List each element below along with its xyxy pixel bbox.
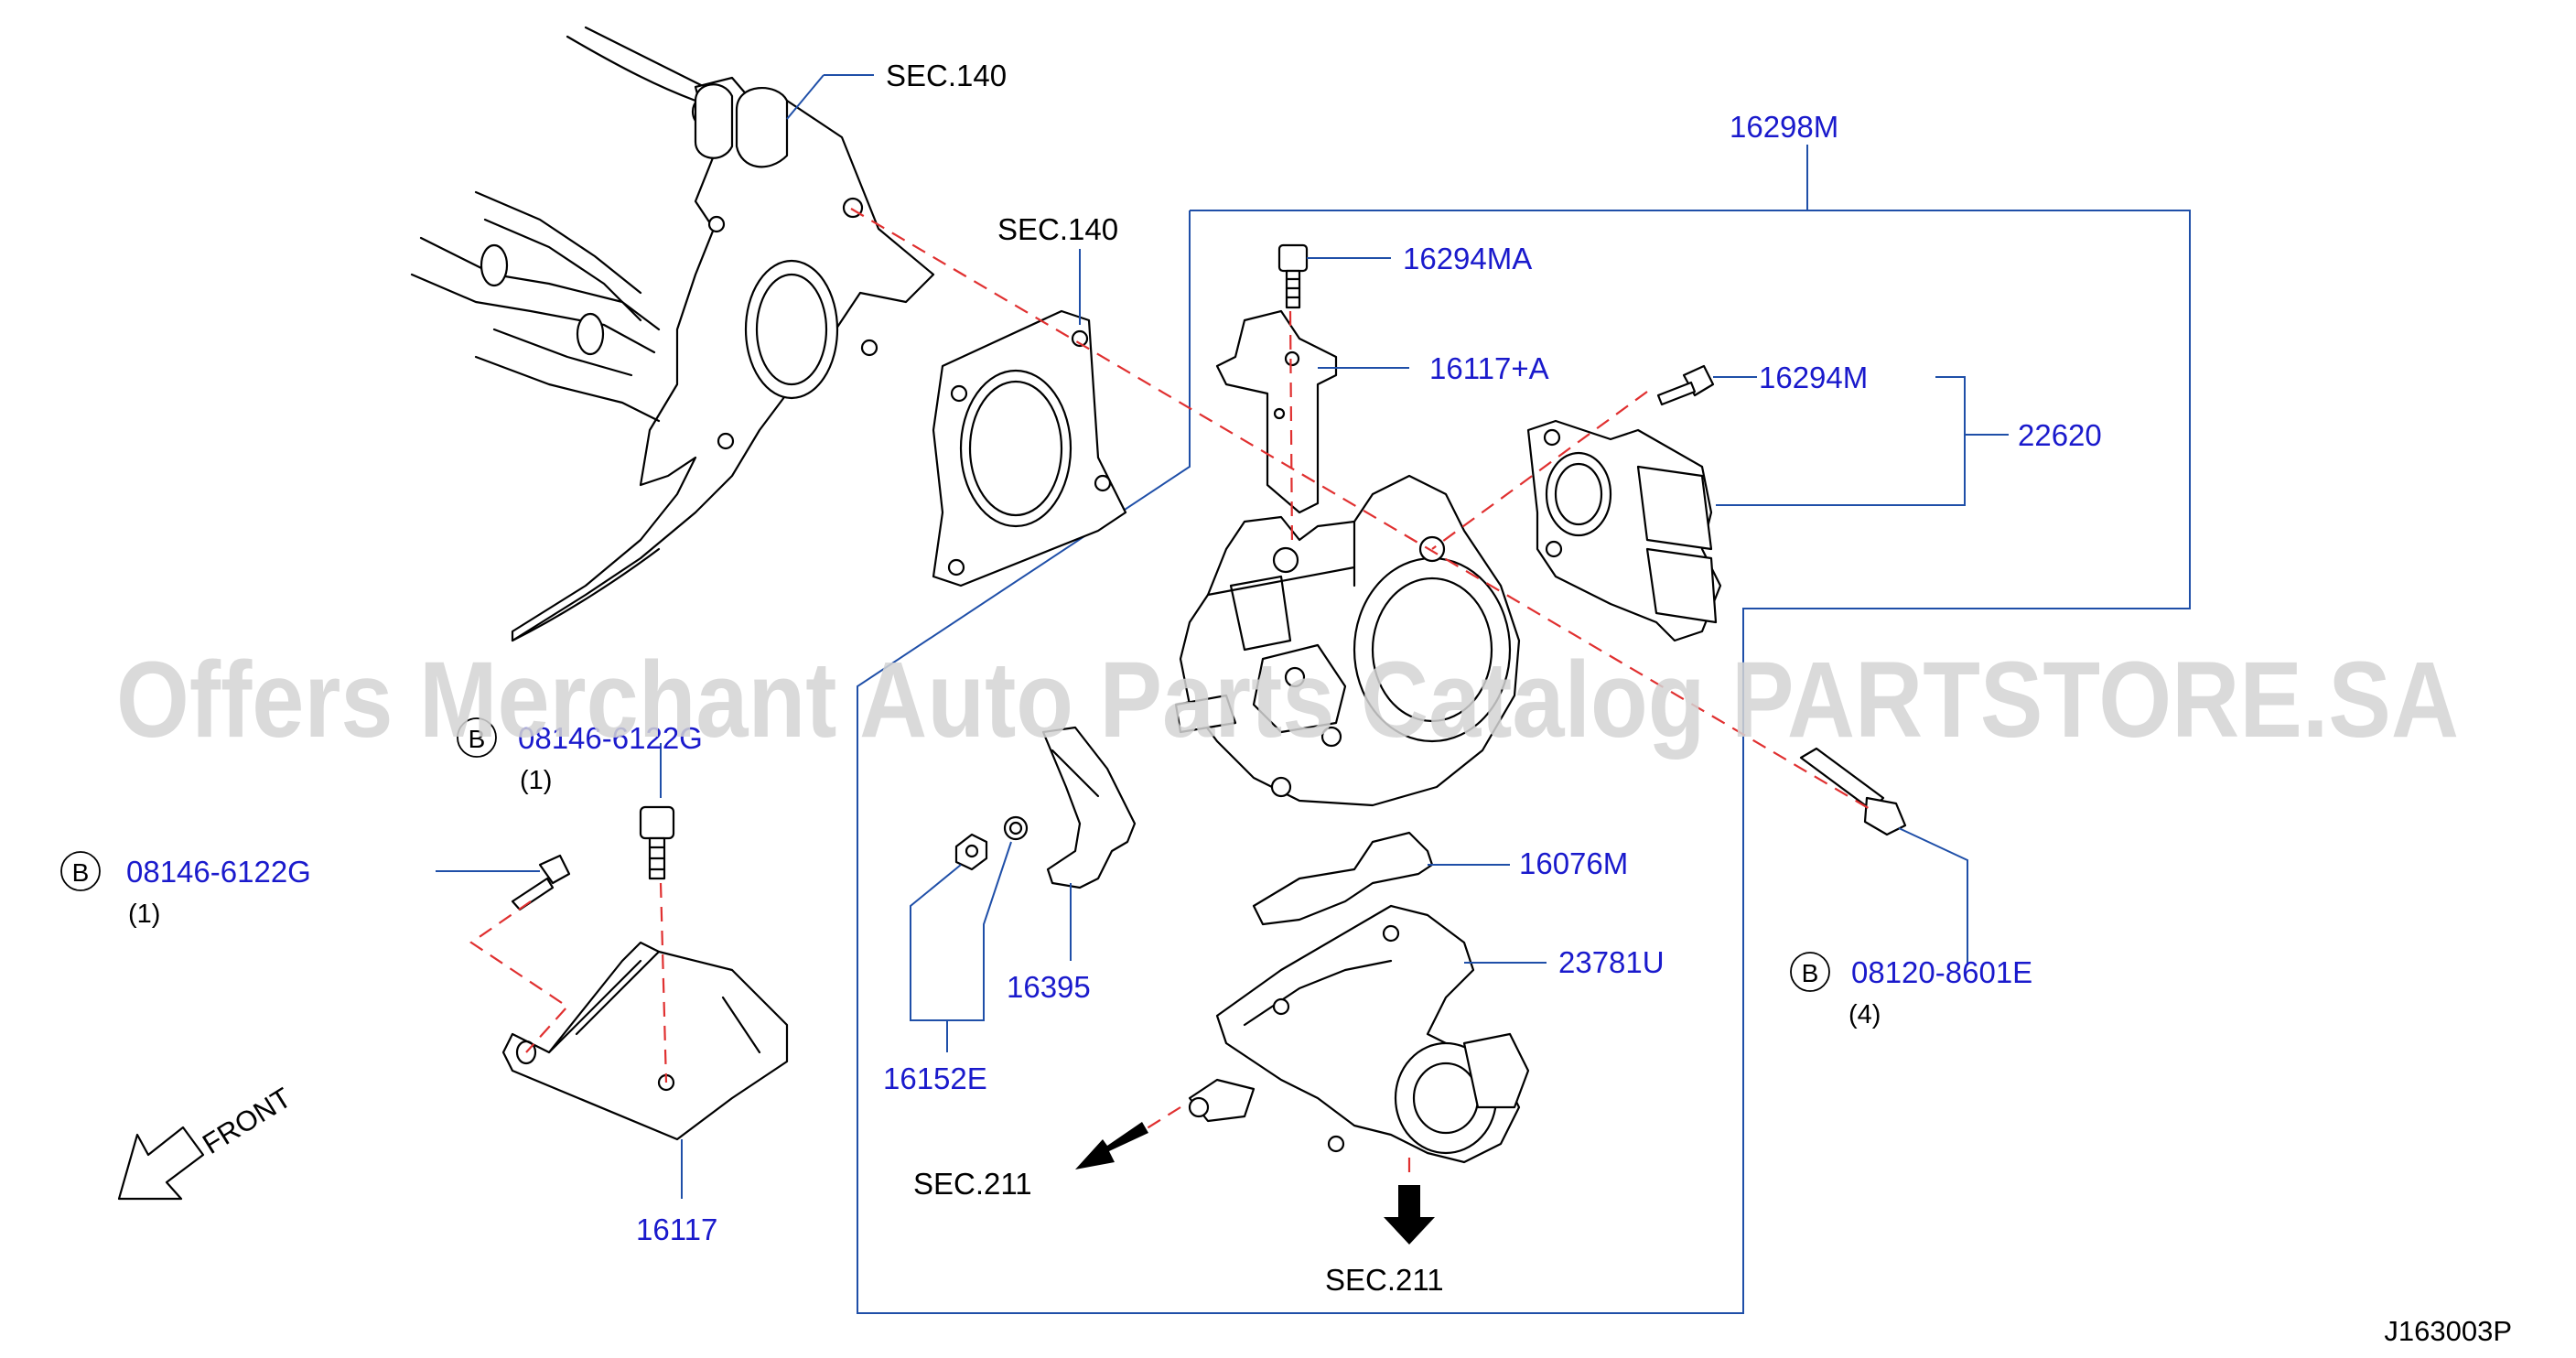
bracket-16117	[501, 941, 789, 1141]
label-16117[interactable]: 16117	[636, 1212, 717, 1246]
label-16076M[interactable]: 16076M	[1519, 846, 1628, 880]
leader-16152E	[910, 841, 1012, 1021]
aac-valve-23781U	[1188, 904, 1530, 1164]
label-sec140-gasket[interactable]: SEC.140	[997, 212, 1118, 246]
bolt-marker-left-letter: B	[72, 858, 90, 887]
bolt-08120-8601E	[1799, 747, 1907, 836]
intake-gasket	[932, 309, 1127, 587]
centerline-main	[850, 208, 1872, 811]
label-08146-upper[interactable]: 08146-6122G	[518, 721, 703, 755]
bracket-16395	[1041, 726, 1137, 889]
label-sec211-left[interactable]: SEC.211	[913, 1167, 1032, 1201]
label-08146-upper-qty: (1)	[520, 766, 552, 795]
label-08146-left-qty: (1)	[128, 900, 160, 929]
label-22620[interactable]: 22620	[2018, 418, 2102, 452]
diagram-code: J163003P	[2384, 1315, 2512, 1347]
arrow-sec211-left	[1075, 1122, 1148, 1169]
bolt-marker-right	[1790, 952, 1830, 992]
front-arrow-icon	[117, 1126, 205, 1201]
bracket-16117A	[1215, 309, 1338, 514]
label-08120-qty: (4)	[1848, 1000, 1881, 1029]
watermark: Offers Merchant Auto Parts Catalog PARTS…	[116, 640, 2459, 760]
label-16294M[interactable]: 16294M	[1759, 361, 1868, 394]
label-16395[interactable]: 16395	[1007, 970, 1091, 1004]
throttle-position-sensor	[1526, 419, 1722, 642]
label-sec211-bottom[interactable]: SEC.211	[1325, 1263, 1444, 1297]
front-label: FRONT	[197, 1082, 296, 1160]
leader-08120	[1898, 827, 1968, 965]
label-16117A[interactable]: 16117+A	[1429, 351, 1549, 385]
bolt-08146-6122G-upper	[639, 805, 675, 880]
bolt-marker-upper	[457, 717, 497, 758]
label-16298M[interactable]: 16298M	[1730, 110, 1838, 144]
label-08120[interactable]: 08120-8601E	[1851, 955, 2032, 989]
label-sec140-top[interactable]: SEC.140	[886, 59, 1007, 92]
label-16152E[interactable]: 16152E	[883, 1062, 987, 1095]
bolt-marker-upper-letter: B	[469, 725, 486, 753]
washer-16152E	[1003, 815, 1029, 841]
throttle-chamber	[1174, 474, 1521, 807]
assembly-frame	[857, 210, 2191, 1314]
bolt-marker-right-letter: B	[1802, 959, 1819, 987]
label-08146-left[interactable]: 08146-6122G	[126, 855, 311, 889]
screw-16294M	[1656, 364, 1715, 406]
leader-sec140-top	[786, 74, 825, 120]
bolt-16294MA	[1277, 243, 1309, 309]
label-23781U[interactable]: 23781U	[1558, 945, 1665, 979]
bolt-08146-6122G-left	[511, 854, 571, 911]
bolt-marker-left	[60, 851, 101, 891]
nut-16152E	[954, 833, 988, 871]
leader-22620	[1716, 376, 1966, 506]
label-16294MA[interactable]: 16294MA	[1403, 242, 1532, 275]
intake-manifold	[410, 26, 935, 642]
arrow-sec211-bottom	[1384, 1185, 1435, 1245]
